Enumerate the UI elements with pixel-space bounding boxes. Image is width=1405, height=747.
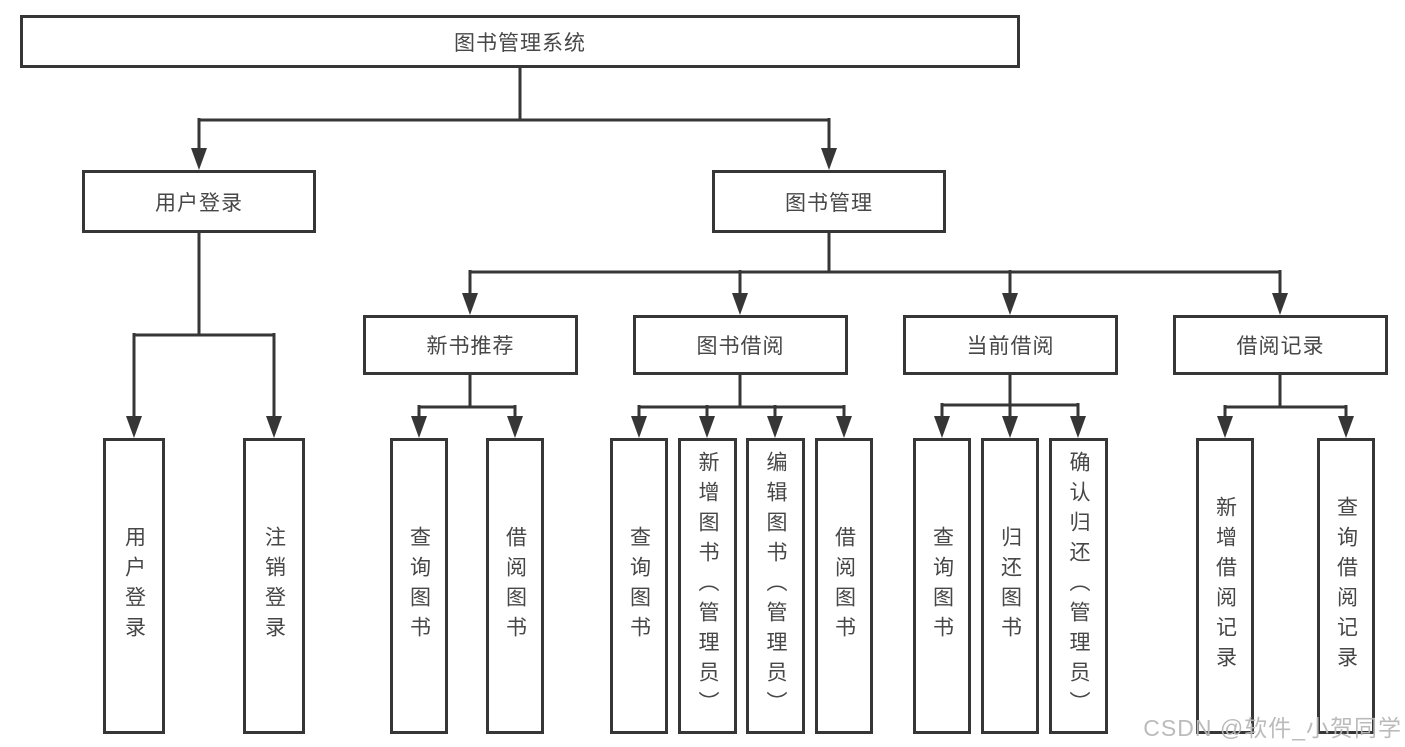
leaf-borrowing-borrow-books: 借阅图书: [815, 438, 873, 734]
node-book-borrowing-label: 图书借阅: [696, 335, 785, 358]
leaf-newbooks-borrow-books-label: 借阅图书: [503, 526, 527, 646]
leaf-borrowing-query-books: 查询图书: [610, 438, 668, 734]
leaf-borrowing-edit-books-admin: 编辑图书（管理员）: [746, 438, 805, 734]
leaf-user-login-label: 用户登录: [122, 526, 146, 646]
node-borrowing-records-label: 借阅记录: [1236, 335, 1325, 358]
leaf-borrowing-add-books-admin: 新增图书（管理员）: [678, 438, 737, 734]
leaf-current-query-books-label: 查询图书: [930, 526, 954, 646]
connector-segments: [132, 67, 1348, 420]
leaf-borrowing-add-books-admin-label: 新增图书（管理员）: [696, 451, 720, 721]
leaf-records-add-record-label: 新增借阅记录: [1213, 496, 1237, 676]
leaf-borrowing-borrow-books-label: 借阅图书: [832, 526, 856, 646]
node-book-management-label: 图书管理: [785, 191, 873, 215]
leaf-borrowing-edit-books-admin-label: 编辑图书（管理员）: [764, 451, 788, 721]
node-borrowing-records: 借阅记录: [1173, 315, 1388, 375]
leaf-logout-label: 注销登录: [262, 526, 286, 646]
node-library-management-system-label: 图书管理系统: [454, 31, 586, 55]
leaf-user-login: 用户登录: [103, 438, 165, 734]
leaf-newbooks-query-books-label: 查询图书: [407, 526, 431, 646]
leaf-logout: 注销登录: [243, 438, 305, 734]
leaf-records-query-record: 查询借阅记录: [1317, 438, 1375, 734]
node-library-management-system: 图书管理系统: [20, 15, 1020, 68]
node-book-borrowing: 图书借阅: [633, 315, 848, 375]
leaf-current-return-books-label: 归还图书: [998, 526, 1022, 646]
leaf-current-return-books: 归还图书: [981, 438, 1039, 734]
leaf-newbooks-borrow-books: 借阅图书: [486, 438, 544, 734]
node-new-book-recommendation: 新书推荐: [363, 315, 578, 375]
csdn-watermark: CSDN @软件_小贺同学: [1143, 715, 1402, 741]
leaf-records-add-record: 新增借阅记录: [1196, 438, 1254, 734]
leaf-current-confirm-return-admin-label: 确认归还（管理员）: [1067, 451, 1091, 721]
node-book-management: 图书管理: [712, 170, 946, 233]
leaf-current-query-books: 查询图书: [913, 438, 971, 734]
leaf-current-confirm-return-admin: 确认归还（管理员）: [1049, 438, 1108, 734]
leaf-newbooks-query-books: 查询图书: [390, 438, 448, 734]
node-current-borrowing-label: 当前借阅: [966, 335, 1055, 358]
node-current-borrowing: 当前借阅: [903, 315, 1118, 375]
node-user-login: 用户登录: [82, 170, 316, 233]
leaf-records-query-record-label: 查询借阅记录: [1334, 496, 1358, 676]
arrowheads: [126, 148, 1354, 438]
leaf-borrowing-query-books-label: 查询图书: [627, 526, 651, 646]
node-new-book-recommendation-label: 新书推荐: [426, 335, 515, 358]
node-user-login-label: 用户登录: [155, 191, 243, 215]
